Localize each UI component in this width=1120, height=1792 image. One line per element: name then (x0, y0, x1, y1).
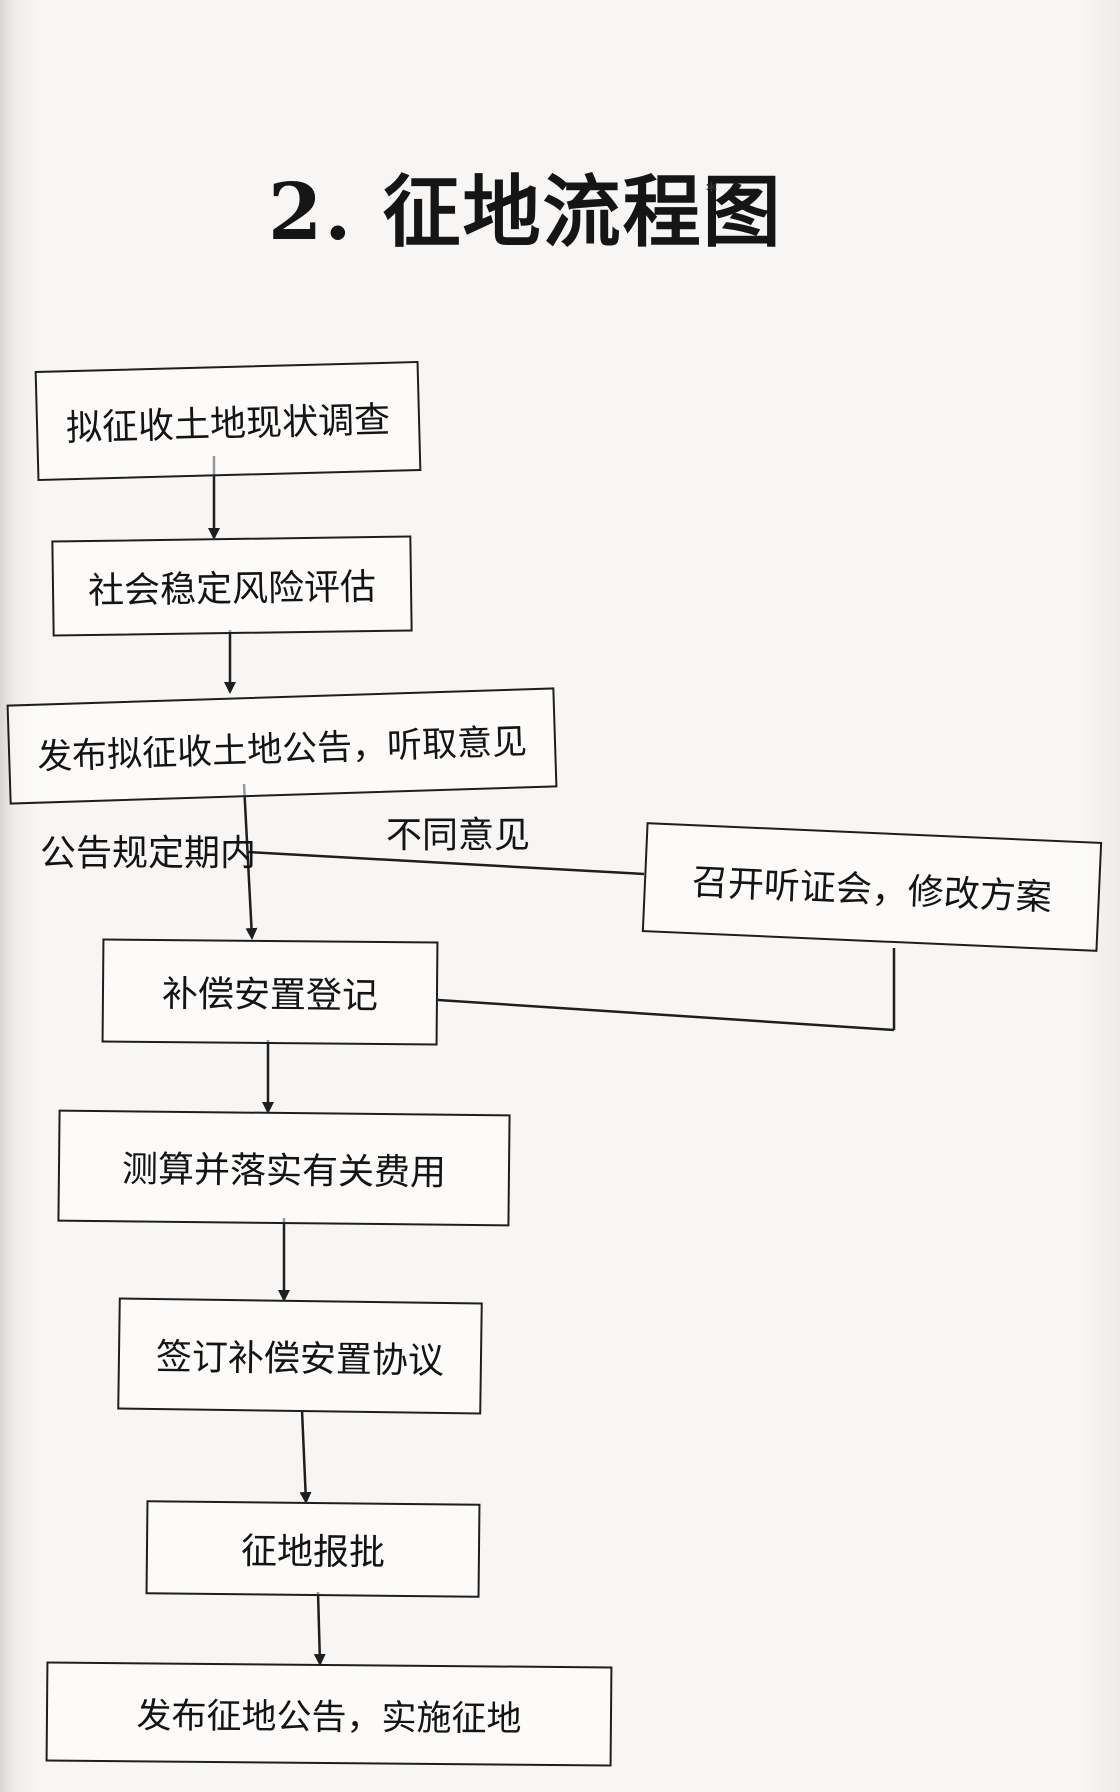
branch-condition-label: 公告规定期内 (40, 833, 257, 874)
arrow-7-8 (313, 1591, 326, 1666)
step-land-survey: 拟征收土地现状调查 (34, 360, 422, 482)
step-approval: 征地报批 (145, 1500, 481, 1598)
step-compensation-registration: 补偿安置登记 (101, 938, 439, 1046)
step-hearing: 召开听证会，修改方案 (641, 822, 1103, 952)
step-risk-assessment: 社会稳定风险评估 (51, 535, 413, 637)
branch-trigger-label: 不同意见 (386, 815, 531, 856)
step-publish-draft-notice: 发布拟征收土地公告，听取意见 (6, 687, 558, 805)
title-footnote-mark: * (706, 180, 717, 205)
step-publish-final-notice: 发布征地公告，实施征地 (45, 1661, 613, 1767)
hearing-return-horizontal (437, 998, 895, 1032)
branch-line (247, 850, 645, 876)
step-calculate-costs: 测算并落实有关费用 (57, 1109, 511, 1227)
arrow-6-7 (299, 1409, 312, 1504)
arrow-3-4 (242, 783, 258, 940)
diagram-title: 2. 征地流程图 (268, 167, 783, 258)
step-sign-agreement: 签订补偿安置协议 (117, 1297, 483, 1415)
